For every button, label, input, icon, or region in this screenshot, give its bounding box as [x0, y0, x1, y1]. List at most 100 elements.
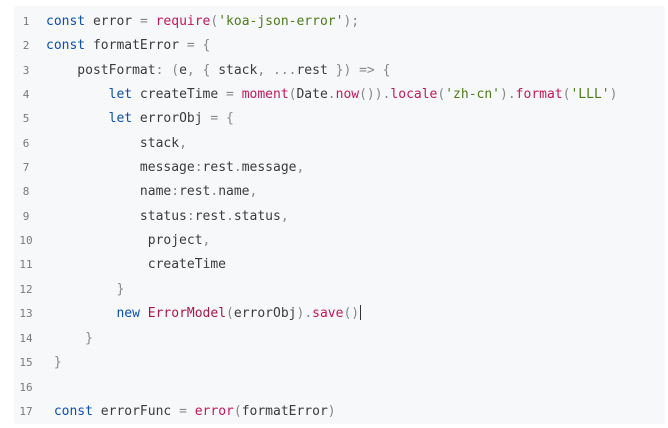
- code-token: formatError: [85, 38, 187, 53]
- code-line[interactable]: 6 stack,: [14, 132, 665, 156]
- code-token: [195, 63, 203, 78]
- code-token: :: [186, 209, 195, 224]
- code-token: save: [312, 306, 344, 321]
- code-token: ).: [296, 306, 313, 321]
- code-token: moment: [241, 87, 289, 102]
- line-number: 16: [19, 381, 33, 394]
- code-token: }: [116, 282, 125, 297]
- code-token: (: [226, 306, 234, 321]
- code-token: status: [46, 209, 187, 224]
- code-text: new ErrorModel(errorObj).save(): [46, 302, 362, 326]
- code-line[interactable]: 14 }: [14, 327, 665, 351]
- code-text: status:rest.status,: [46, 205, 289, 229]
- code-line[interactable]: 13 new ErrorModel(errorObj).save(): [14, 302, 665, 326]
- code-token: ).: [500, 87, 516, 102]
- code-token: (: [210, 14, 219, 29]
- code-token: .: [210, 184, 219, 199]
- code-token: =: [210, 111, 219, 126]
- code-line[interactable]: 12 }: [14, 278, 665, 302]
- code-token: formatError: [241, 404, 328, 419]
- code-line[interactable]: 11 createTime: [14, 253, 665, 277]
- code-token: rest: [202, 160, 234, 175]
- code-token: errorObj: [233, 306, 297, 321]
- code-token: [148, 14, 156, 29]
- code-token: =: [179, 404, 187, 419]
- code-text: }: [46, 278, 124, 302]
- code-token: errorFunc: [92, 404, 180, 419]
- code-token: .: [233, 160, 242, 175]
- code-line[interactable]: 5 let errorObj = {: [14, 107, 665, 131]
- code-line[interactable]: 3 postFormat: (e, { stack, ...rest }) =>…: [14, 59, 665, 83]
- code-token: );: [343, 14, 360, 29]
- code-token: :: [171, 184, 180, 199]
- code-token: const: [53, 404, 93, 419]
- code-token: project: [46, 233, 203, 248]
- line-number: 2: [22, 39, 30, 52]
- code-token: ...: [273, 63, 297, 78]
- code-text: postFormat: (e, { stack, ...rest }) => {: [46, 59, 390, 83]
- code-token: =: [139, 14, 148, 29]
- text-cursor: [360, 305, 362, 320]
- code-token: createTime: [132, 87, 227, 102]
- code-token: [351, 63, 359, 78]
- code-token: e: [179, 63, 187, 78]
- line-number: 6: [22, 137, 30, 150]
- code-line[interactable]: 4 let createTime = moment(Date.now()).lo…: [14, 83, 665, 107]
- code-text: const error = require('koa-json-error');: [46, 10, 359, 34]
- code-token: const: [46, 14, 86, 29]
- line-number: 5: [22, 112, 30, 125]
- code-token: rest: [296, 63, 336, 78]
- code-line[interactable]: 17 const errorFunc = error(formatError): [14, 400, 665, 424]
- code-token: [46, 111, 109, 126]
- code-line[interactable]: 9 status:rest.status,: [14, 205, 665, 229]
- code-token: ,: [249, 184, 258, 199]
- code-token: :: [194, 160, 203, 175]
- code-line[interactable]: 16: [14, 376, 665, 400]
- line-number: 7: [22, 161, 30, 174]
- code-token: [46, 306, 116, 321]
- line-number: 14: [19, 332, 33, 345]
- code-token: [46, 87, 109, 102]
- code-token: ,: [186, 63, 195, 78]
- code-token: stack: [46, 136, 180, 151]
- code-token: =>: [359, 63, 375, 78]
- code-line[interactable]: 1 const error = require('koa-json-error')…: [14, 10, 665, 34]
- code-token: ,: [296, 160, 305, 175]
- code-token: =: [226, 87, 234, 102]
- code-token: [46, 331, 85, 346]
- code-token: status: [233, 209, 281, 224]
- code-token: 'LLL': [570, 87, 610, 102]
- code-text: let errorObj = {: [46, 107, 234, 131]
- code-token: error: [85, 14, 140, 29]
- code-token: ): [327, 404, 336, 419]
- code-line[interactable]: 15 }: [14, 351, 665, 375]
- code-token: }): [335, 63, 352, 78]
- code-token: ,: [280, 209, 289, 224]
- code-token: rest: [179, 184, 211, 199]
- code-editor[interactable]: 1 const error = require('koa-json-error')…: [14, 6, 665, 424]
- code-token: [375, 63, 383, 78]
- code-line[interactable]: 7 message:rest.message,: [14, 156, 665, 180]
- code-token: ErrorModel: [147, 306, 227, 321]
- code-token: [265, 63, 273, 78]
- line-number: 4: [22, 88, 30, 101]
- code-token: {: [218, 111, 234, 126]
- line-number: 13: [19, 307, 33, 320]
- line-number: 3: [22, 64, 30, 77]
- code-token: name: [218, 184, 250, 199]
- code-token: .: [327, 87, 336, 102]
- code-token: require: [155, 14, 211, 29]
- code-line[interactable]: 10 project,: [14, 229, 665, 253]
- code-token: :: [155, 63, 164, 78]
- code-token: format: [515, 87, 563, 102]
- line-number: 9: [22, 210, 30, 223]
- line-number: 1: [22, 15, 30, 28]
- code-token: name: [46, 184, 172, 199]
- code-line[interactable]: 8 name:rest.name,: [14, 180, 665, 204]
- code-token: [140, 306, 148, 321]
- code-token: ()).: [359, 87, 391, 102]
- code-text: let createTime = moment(Date.now()).loca…: [46, 83, 618, 107]
- code-token: [234, 87, 242, 102]
- code-text: }: [46, 351, 62, 375]
